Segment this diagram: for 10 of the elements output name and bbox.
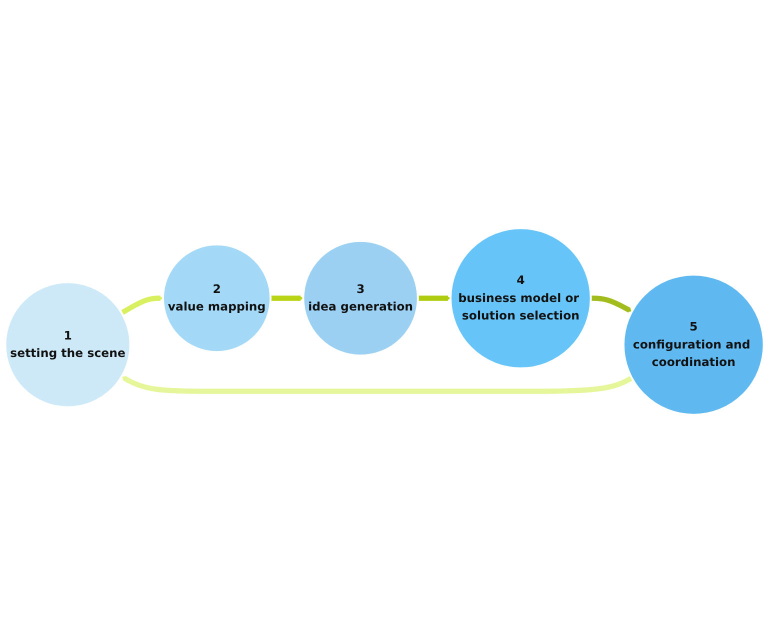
arrow <box>120 295 164 316</box>
node-circle: 1 setting the scene <box>4 281 132 408</box>
arrow <box>270 295 304 302</box>
node-circle: 2 value mapping <box>162 243 272 354</box>
arrow <box>121 376 634 394</box>
arrow <box>418 295 451 302</box>
node-circle: 5 configuration and coordination <box>622 274 765 416</box>
node-circle: 4 business model or solution selection <box>450 227 592 370</box>
node-circle: 3 idea generation <box>302 240 419 357</box>
arrow <box>590 296 632 313</box>
